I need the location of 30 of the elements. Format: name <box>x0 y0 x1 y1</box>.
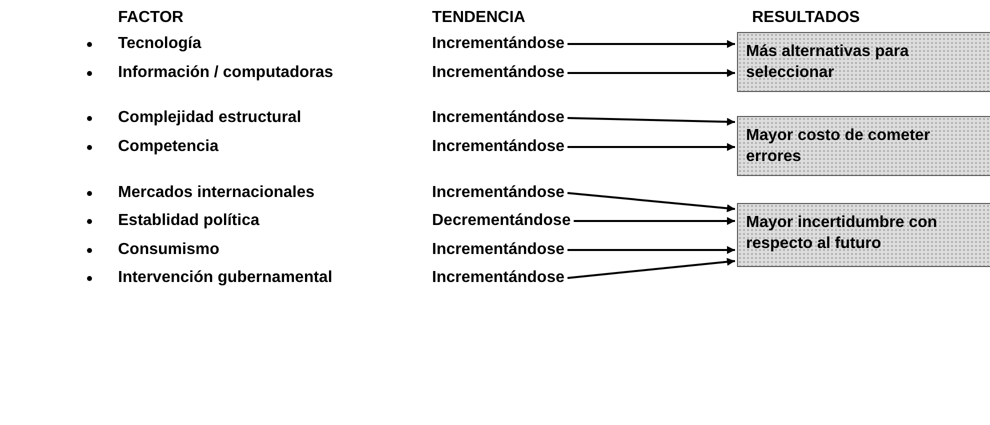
arrow <box>567 117 736 126</box>
arrow <box>574 217 735 225</box>
factor-label: Competencia <box>118 138 218 156</box>
arrow <box>567 69 735 77</box>
factor-label: Mercados internacionales <box>118 184 315 202</box>
factor-label: Tecnología <box>118 35 202 53</box>
trend-label: Incrementándose <box>432 64 564 82</box>
arrow <box>567 40 735 48</box>
column-header: FACTOR <box>118 9 184 27</box>
arrow <box>567 192 736 212</box>
result-box: Mayor costo de cometer errores <box>737 116 990 176</box>
result-box: Mayor incertidumbre con respecto al futuro <box>737 203 990 267</box>
trend-label: Decrementándose <box>432 212 571 230</box>
factor-label: Intervención gubernamental <box>118 269 332 287</box>
column-header: RESULTADOS <box>752 9 860 27</box>
trend-label: Incrementándose <box>432 269 564 287</box>
arrow <box>567 246 735 254</box>
factor-label: Complejidad estructural <box>118 109 302 127</box>
factor-label: Establidad política <box>118 212 260 230</box>
arrow <box>567 143 735 151</box>
trend-label: Incrementándose <box>432 109 564 127</box>
trend-label: Incrementándose <box>432 138 564 156</box>
factor-label: Consumismo <box>118 241 220 259</box>
trend-label: Incrementándose <box>432 241 564 259</box>
arrow <box>567 258 736 279</box>
result-box: Más alternativas para seleccionar <box>737 32 990 92</box>
trend-label: Incrementándose <box>432 184 564 202</box>
factor-label: Información / computadoras <box>118 64 334 82</box>
column-header: TENDENCIA <box>432 9 526 27</box>
trend-label: Incrementándose <box>432 35 564 53</box>
